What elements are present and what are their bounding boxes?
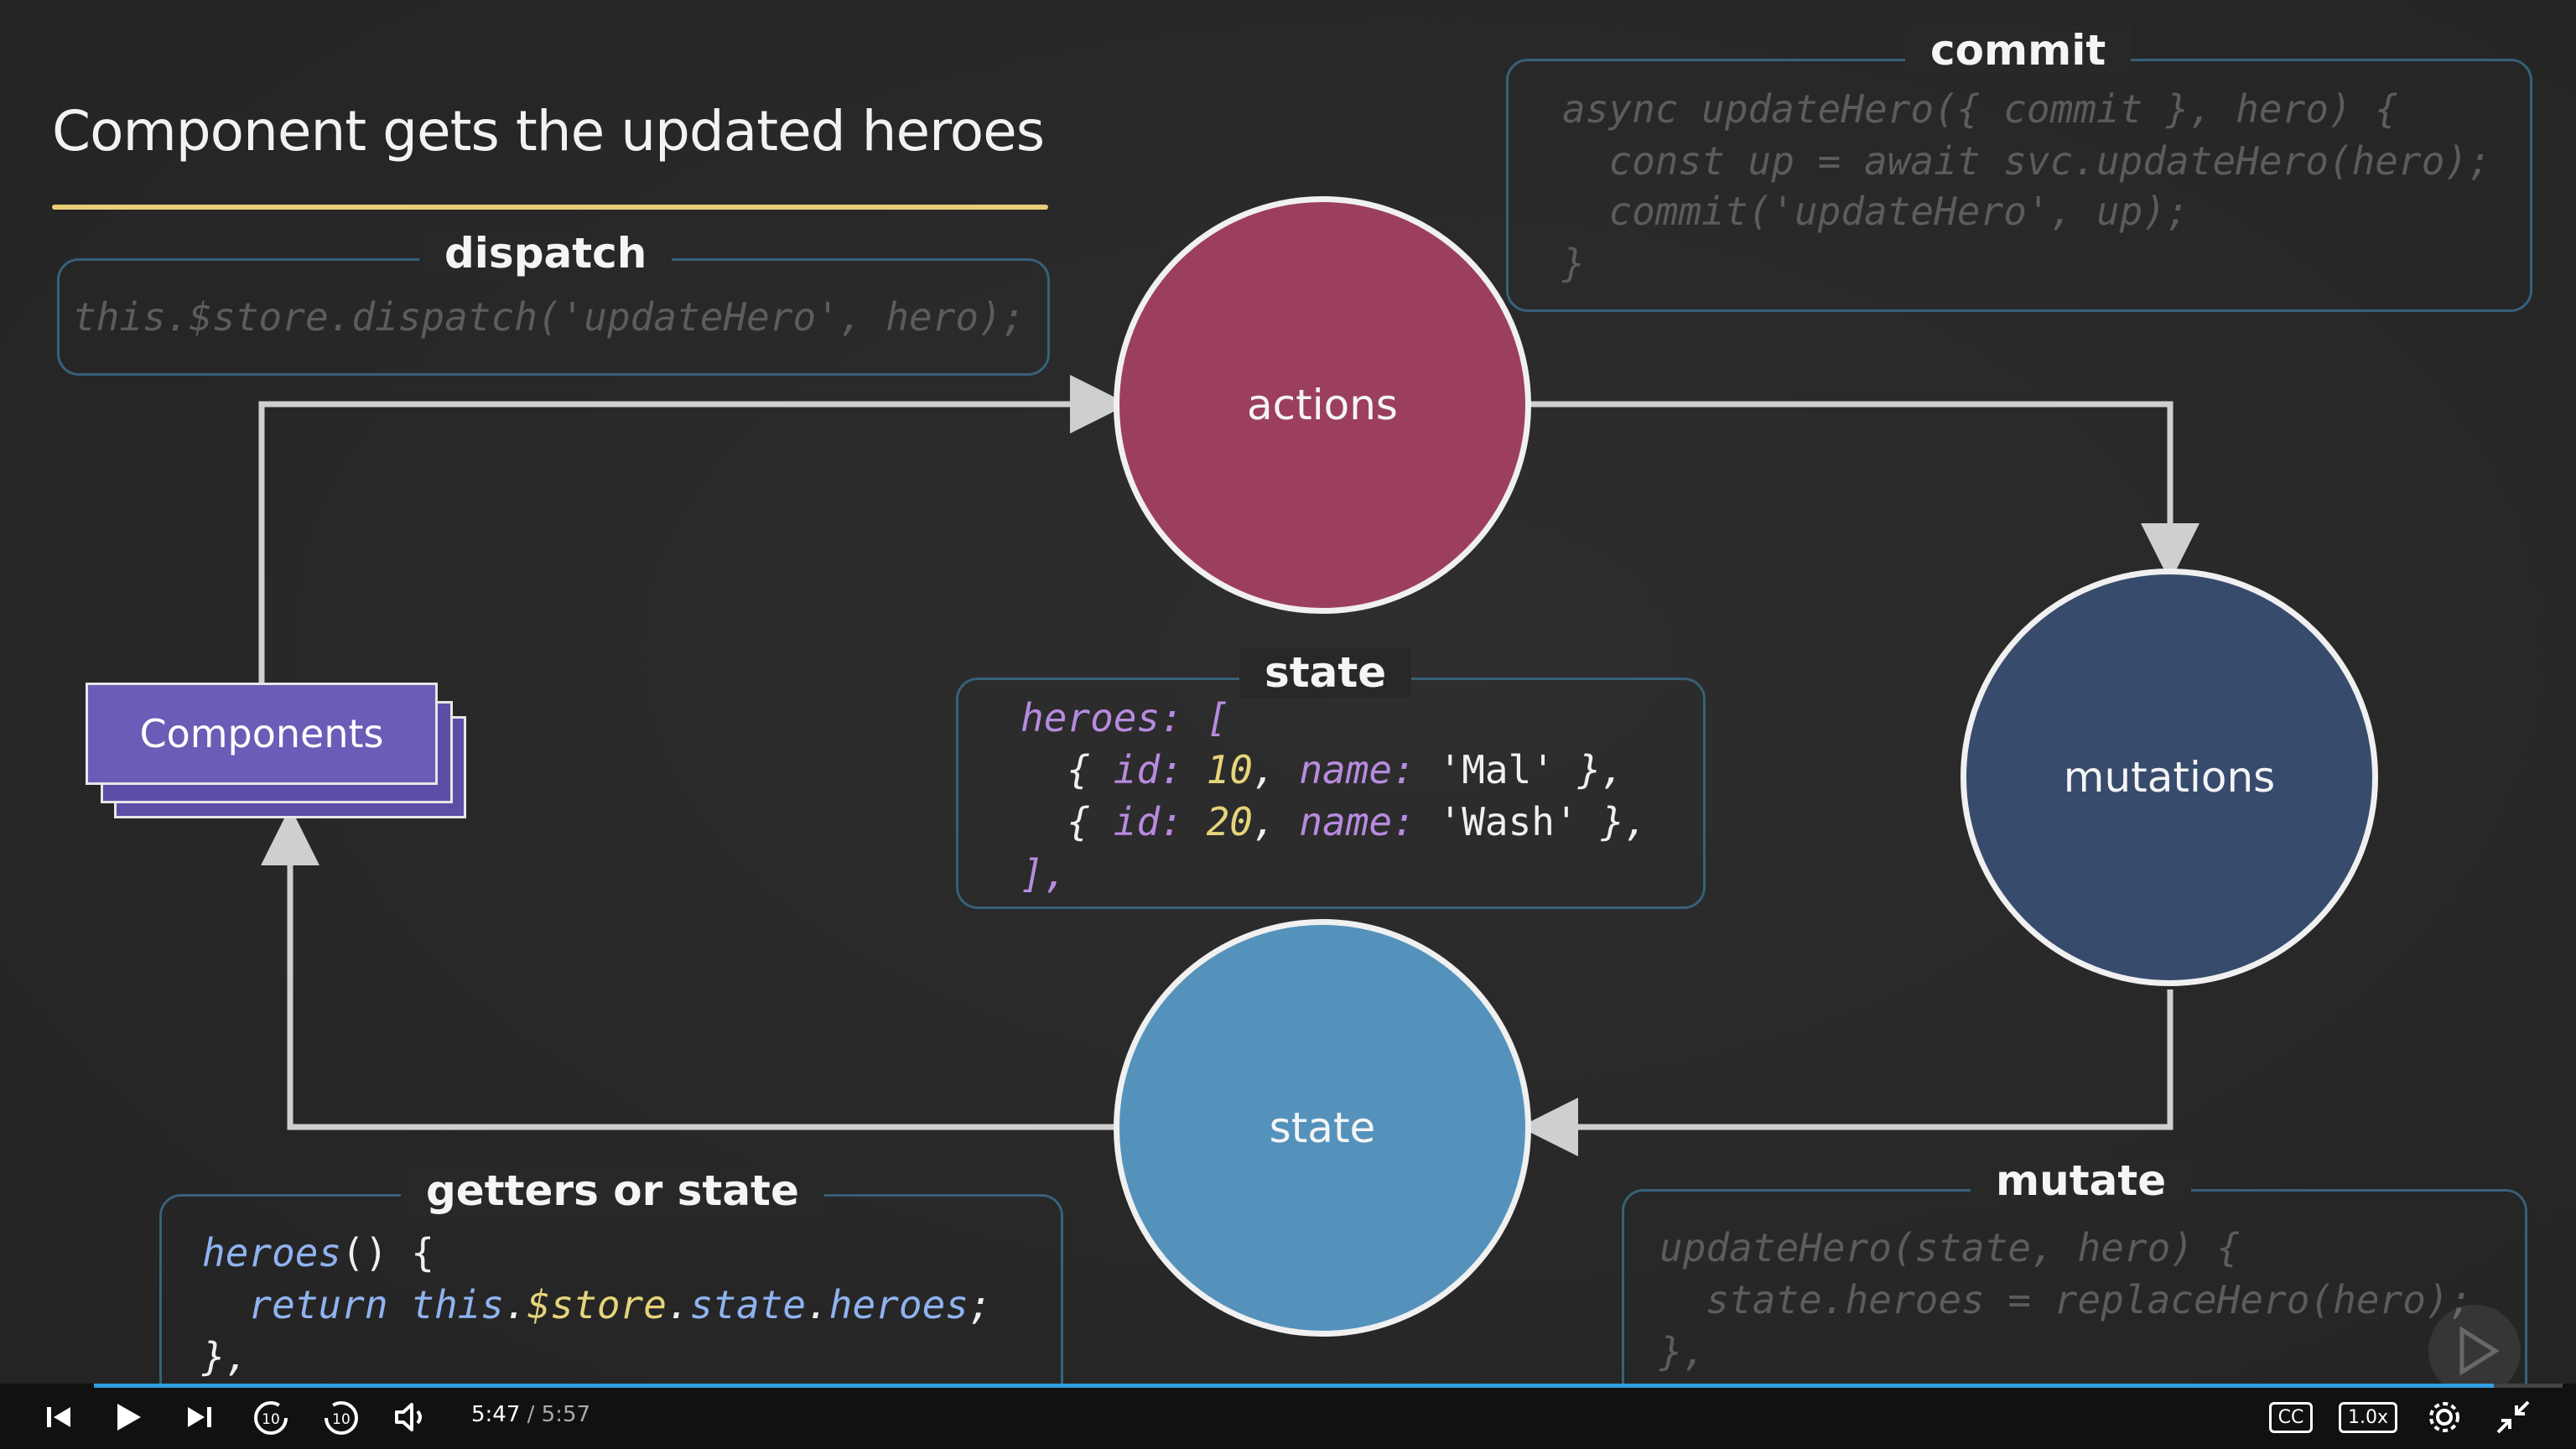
rewind-10-icon: 10: [254, 1401, 288, 1435]
exit-fullscreen-button[interactable]: [2490, 1395, 2536, 1439]
total-time: / 5:57: [527, 1402, 591, 1427]
commit-line-2: const up = await svc.updateHero(hero);: [1562, 138, 2491, 184]
captions-icon: CC: [2268, 1401, 2314, 1433]
watermark-logo: [2428, 1305, 2521, 1397]
mutate-line-1: updateHero(state, hero) {: [1659, 1225, 2241, 1270]
captions-button[interactable]: CC: [2266, 1395, 2316, 1439]
previous-button[interactable]: [37, 1395, 80, 1439]
mutate-label: mutate: [1971, 1156, 2192, 1206]
speed-icon: 1.0x: [2338, 1401, 2397, 1433]
getters-box: heroes() { return this.$store.state.hero…: [159, 1194, 1063, 1419]
state-circle: state: [1114, 919, 1531, 1337]
rewind-10-button[interactable]: 10: [248, 1395, 293, 1439]
arrow-mutations-to-state: [1519, 989, 2174, 1156]
forward-10-button[interactable]: 10: [319, 1395, 364, 1439]
commit-line-1: async updateHero({ commit }, hero) {: [1562, 86, 2398, 132]
arrow-actions-to-mutations: [1528, 401, 2199, 582]
arrow-components-to-actions: [258, 375, 1129, 686]
commit-line-4: }: [1562, 241, 1586, 286]
slide-title: Component gets the updated heroes: [52, 99, 1045, 164]
dispatch-box: this.$store.dispatch('updateHero', hero)…: [57, 258, 1050, 376]
volume-icon: [395, 1403, 422, 1431]
mutate-line-3: },: [1659, 1329, 1706, 1374]
components-label: Components: [139, 711, 384, 756]
mutate-box: updateHero(state, hero) { state.heroes =…: [1622, 1189, 2527, 1414]
state-code: heroes: [ { id: 10, name: 'Mal' }, { id:…: [1021, 695, 1648, 896]
next-icon: [188, 1407, 211, 1427]
forward-10-icon: 10: [325, 1401, 358, 1435]
arrow-state-to-components: [261, 807, 1117, 1130]
svg-text:10: 10: [262, 1411, 280, 1428]
progress-fill: [94, 1384, 2494, 1388]
state-circle-label: state: [1269, 1104, 1376, 1152]
state-box: heroes: [ { id: 10, name: 'Mal' }, { id:…: [956, 678, 1706, 909]
volume-button[interactable]: [389, 1395, 434, 1439]
mutations-circle: mutations: [1961, 569, 2378, 986]
previous-icon: [47, 1407, 70, 1427]
state-box-label: state: [1239, 647, 1412, 698]
actions-circle: actions: [1114, 196, 1531, 614]
time-display: 5:47 / 5:57: [471, 1402, 590, 1427]
current-time: 5:47: [471, 1402, 521, 1427]
dispatch-code: this.$store.dispatch('updateHero', hero)…: [73, 294, 1026, 340]
commit-box: async updateHero({ commit }, hero) { con…: [1506, 59, 2532, 312]
title-underline: [52, 205, 1048, 210]
commit-label: commit: [1905, 25, 2132, 75]
play-button[interactable]: [106, 1395, 149, 1439]
getters-label: getters or state: [401, 1166, 824, 1216]
components-stack: Components: [86, 683, 471, 825]
svg-text:10: 10: [332, 1411, 351, 1428]
getters-code: heroes() { return this.$store.state.hero…: [202, 1230, 992, 1379]
mutations-label: mutations: [2063, 753, 2276, 802]
settings-icon: [2429, 1402, 2459, 1432]
settings-button[interactable]: [2422, 1395, 2467, 1439]
mutate-line-2: state.heroes = replaceHero(hero);: [1659, 1277, 2473, 1322]
play-icon: [117, 1404, 141, 1431]
player-controls: [0, 1384, 2576, 1449]
dispatch-label: dispatch: [419, 228, 673, 278]
commit-line-3: commit('updateHero', up);: [1562, 189, 2189, 234]
component-card-front: Components: [86, 683, 438, 785]
speed-button[interactable]: 1.0x: [2338, 1395, 2398, 1439]
exit-fullscreen-icon: [2496, 1400, 2530, 1434]
next-button[interactable]: [178, 1395, 221, 1439]
actions-label: actions: [1247, 381, 1398, 429]
